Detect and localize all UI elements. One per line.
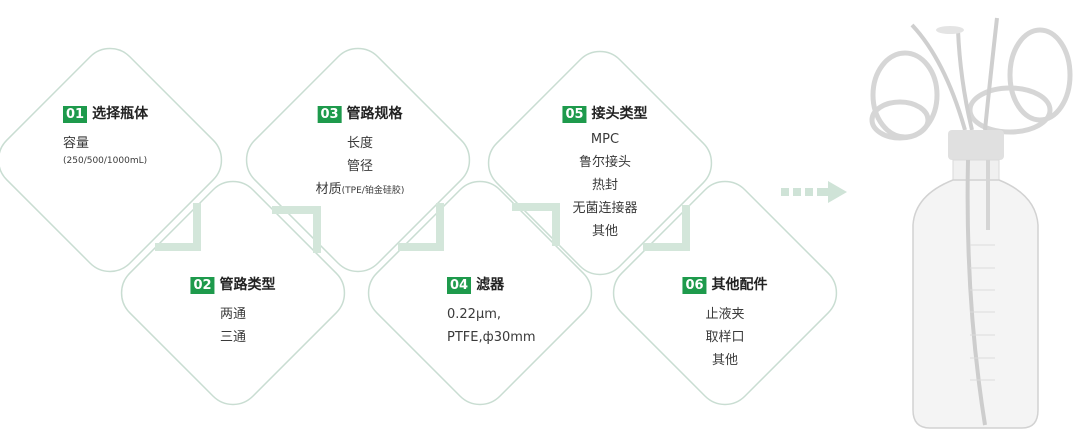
step-option: 材质 [315,182,342,197]
step-note: (TPE/铂金硅胶) [341,186,405,196]
step-number-badge: 03 [317,106,342,123]
step-option: 容量 [63,136,90,151]
step-number-badge: 05 [562,106,587,123]
step-option: 止液夹 [705,307,745,322]
step-option: 管径 [346,159,373,174]
step-option: 鲁尔接头 [578,155,631,170]
step-number-badge: 06 [682,277,707,294]
step-number-badge: 01 [63,106,88,123]
connector-02-03 [272,206,321,253]
step-option: 长度 [346,136,373,151]
arrow-right-icon [781,181,847,203]
step-option: 0.22μm, [447,307,502,322]
step-option: PTFE,ф30mm [447,330,536,345]
diamond-step-04 [367,180,593,406]
step-number-badge: 02 [190,277,215,294]
step-option: 其他 [711,353,738,368]
diamond-step-02 [120,180,346,406]
step-title: 管路类型 [219,277,276,293]
diamond-step-01 [0,47,223,273]
step-title: 其他配件 [711,277,768,293]
diamond-step-05 [487,50,713,276]
step-option: 热封 [591,178,618,193]
step-note: (250/500/1000mL) [63,156,148,166]
step-option: 其他 [591,224,618,239]
bottle-image [869,17,1073,429]
connector-03-04 [398,203,444,251]
step-option: 两通 [219,307,246,322]
step-option: 无菌连接器 [572,201,638,216]
step-title: 选择瓶体 [92,106,149,122]
step-title: 管路规格 [346,106,403,122]
connector-01-02 [155,203,201,251]
connector-04-05 [512,203,560,246]
diamond-step-06 [612,180,838,406]
diamond-step-03 [245,47,471,273]
step-title: 滤器 [476,277,505,293]
step-option: 三通 [219,330,246,345]
step-option: MPC [590,132,620,147]
step-title: 接头类型 [591,106,648,122]
step-option: 取样口 [705,330,745,345]
connector-05-06 [643,205,690,251]
step-number-badge: 04 [447,277,472,294]
